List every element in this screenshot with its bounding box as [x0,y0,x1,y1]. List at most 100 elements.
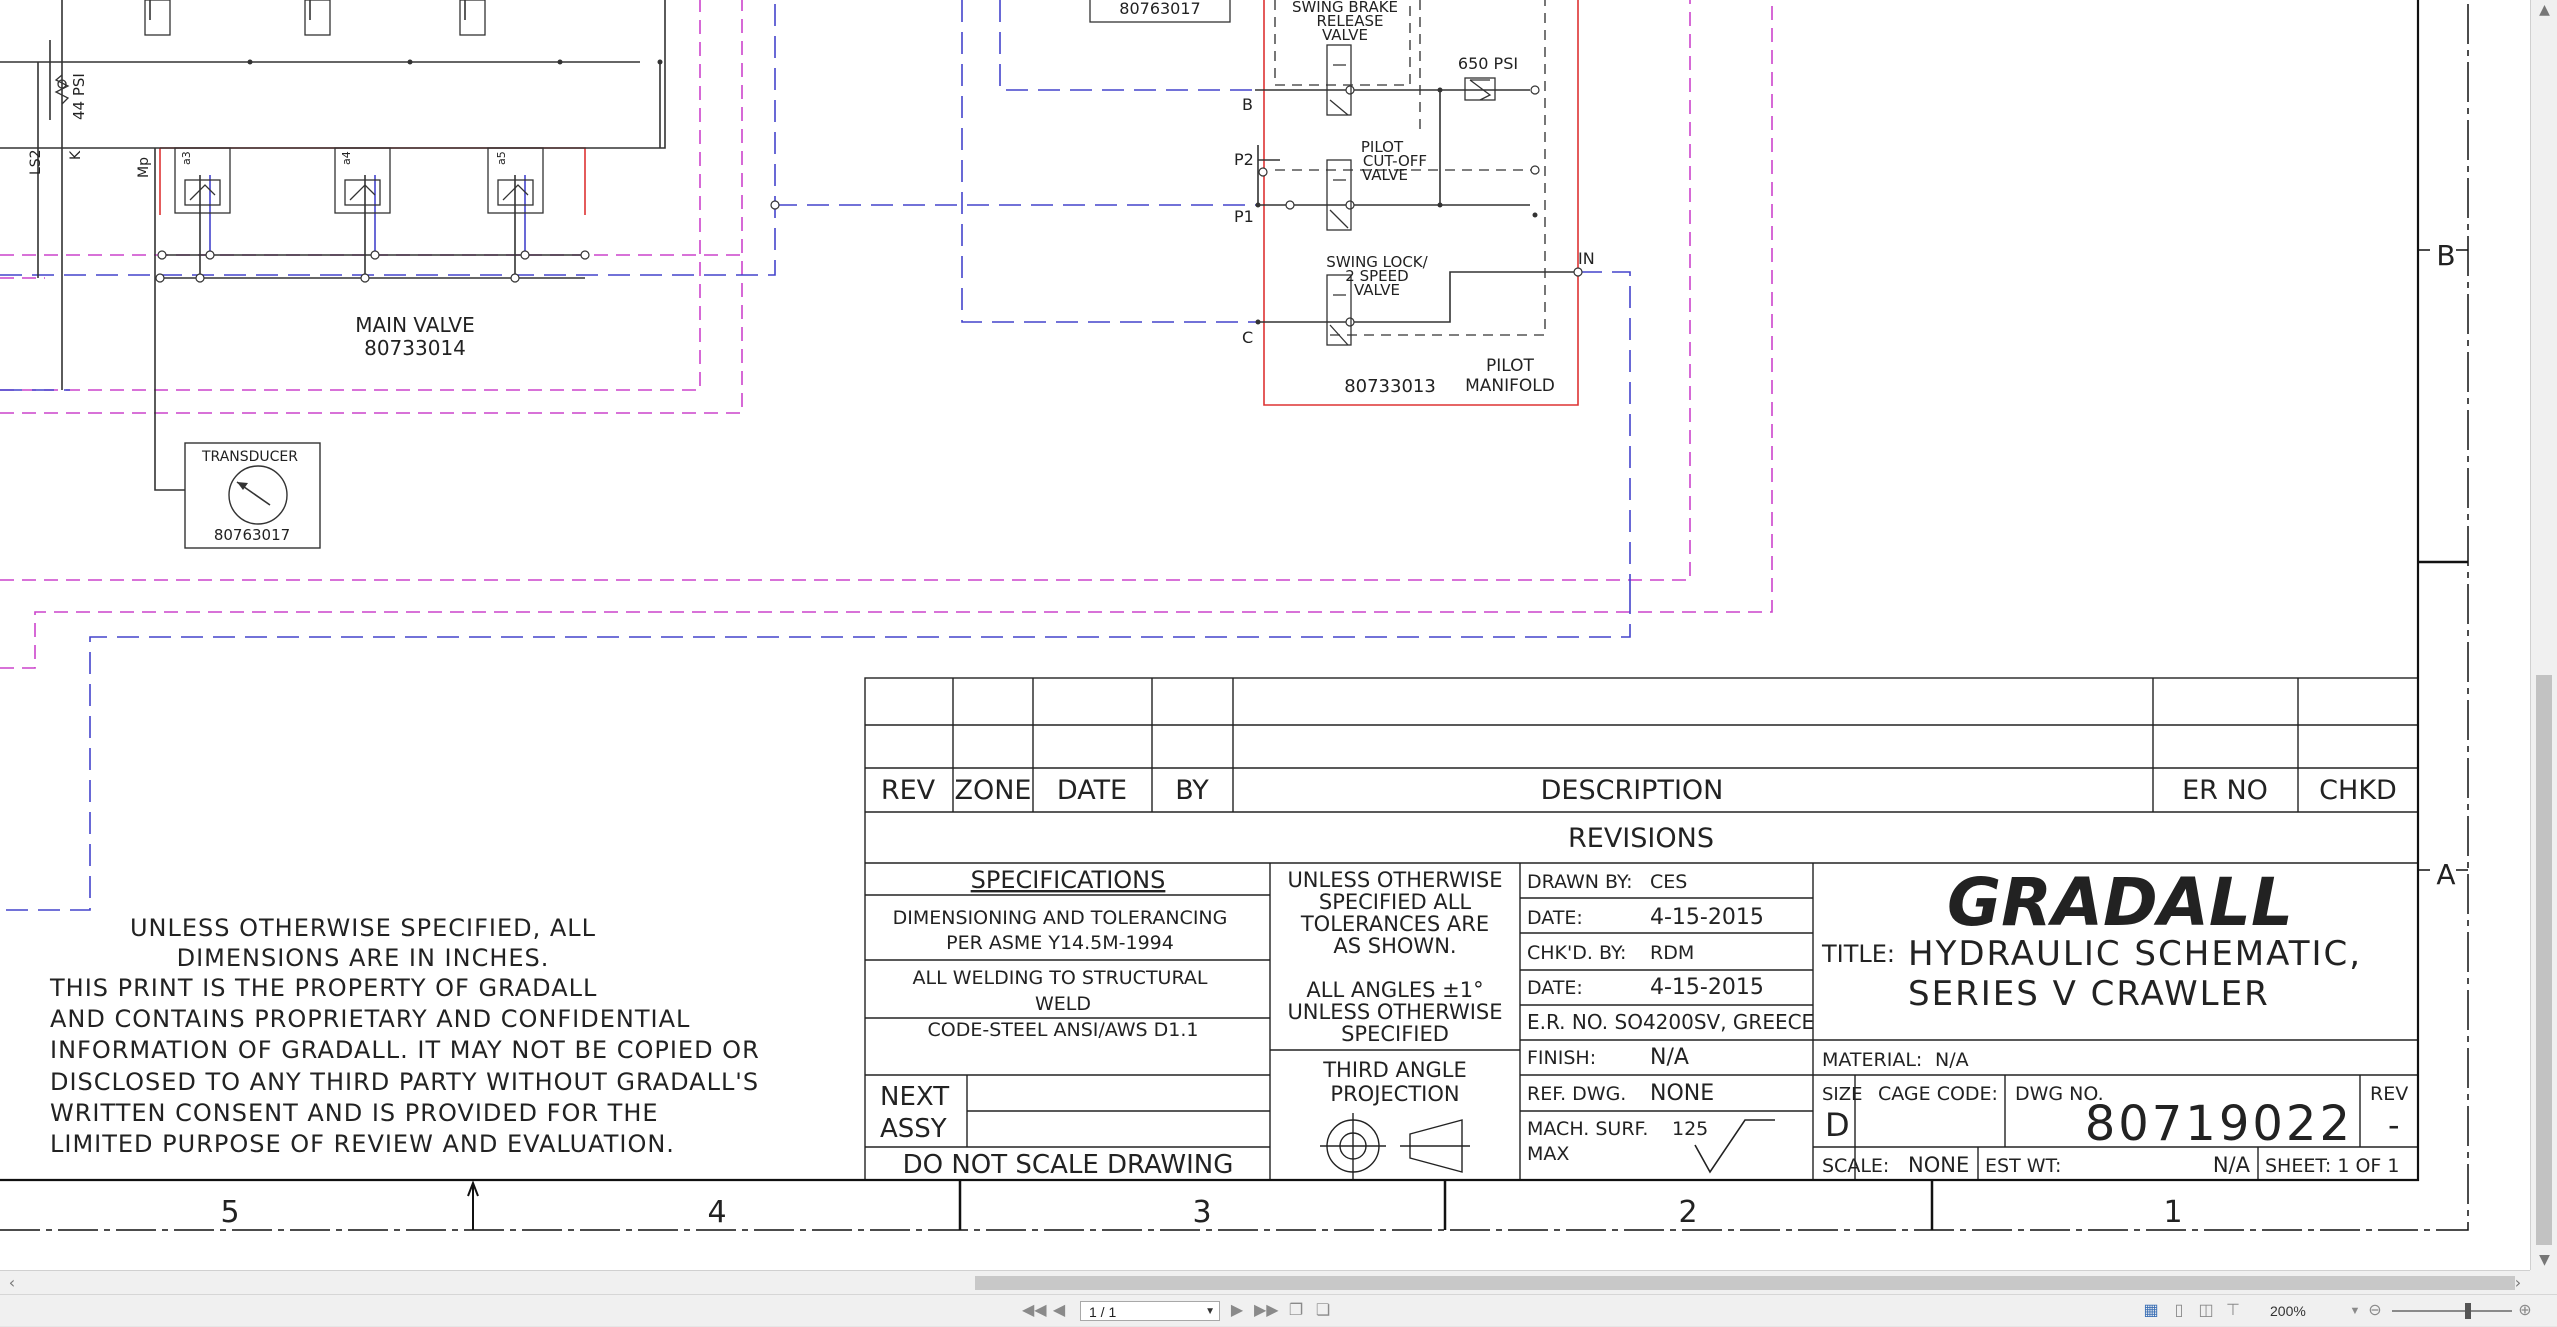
manifold-labels: SWING BRAKE RELEASE VALVE 650 PSI B P2 P… [1234,0,1595,397]
third-angle-projection-symbol [1320,1113,1470,1179]
label-a5: a5 [495,151,508,165]
duplicate-page-icon[interactable]: ❏ [1315,1302,1331,1319]
label-44psi: 44 PSI [70,73,88,120]
tolerance-line-2: SPECIFIED ALL [1319,890,1472,914]
main-valve-number: 80733014 [364,336,466,360]
angles-line-1: ALL ANGLES ±1° [1306,978,1483,1002]
mach-surf-label: MACH. SURF. [1527,1118,1648,1140]
transducer-number: 80763017 [214,526,290,544]
rev-header-er-no: ER NO [2182,775,2268,806]
spec-line-1a: DIMENSIONING AND TOLERANCING [893,907,1228,929]
label-mp: Mp [136,157,152,178]
spec-line-1b: PER ASME Y14.5M-1994 [946,932,1174,954]
valve-port-labels: a3 a4 a5 [180,151,508,165]
spec-line-2b: WELD [1035,993,1091,1015]
pilot-cutoff-line3: VALVE [1362,166,1408,184]
previous-page-icon[interactable]: ◀ [1052,1302,1066,1319]
swing-lock-line3: VALVE [1354,281,1400,299]
next-assy: NEXT ASSY [880,1082,949,1144]
last-page-icon[interactable]: ▶▶ [1254,1302,1279,1319]
angles-line-3: SPECIFIED [1341,1022,1449,1046]
dwg-no-label: DWG NO. [2015,1083,2104,1105]
zoom-slider-track[interactable] [2392,1310,2512,1312]
title-label: TITLE: [1821,940,1895,968]
main-valve-label: MAIN VALVE [355,313,475,337]
swing-brake-line2: RELEASE [1317,12,1384,30]
zoom-in-icon[interactable]: ⊕ [2518,1302,2532,1319]
port-circles [155,85,1583,327]
pilot-manifold-line2: MANIFOLD [1465,376,1555,396]
est-wt-value: N/A [2213,1153,2251,1177]
continuous-view-icon[interactable]: ▯ [2174,1302,2184,1319]
spec-line-3: CODE-STEEL ANSI/AWS D1.1 [928,1019,1199,1041]
page-dropdown-icon[interactable]: ▼ [1205,1306,1215,1317]
zone-number-4: 4 [707,1195,726,1230]
mach-surf-value: 125 [1672,1118,1708,1140]
cage-code-label: CAGE CODE: [1878,1083,1998,1105]
note-line-5: INFORMATION OF GRADALL. IT MAY NOT BE CO… [50,1036,760,1064]
document-viewport[interactable]: a3 a4 a5 44 PSI LS2 K Mp MAIN VALVE 8073… [0,0,2530,1270]
revision-headers: REV ZONE DATE BY DESCRIPTION ER NO CHKD … [881,775,2397,854]
port-in-label: IN [1578,249,1595,268]
note-line-8: LIMITED PURPOSE OF REVIEW AND EVALUATION… [50,1130,675,1158]
rev-header-by: BY [1175,775,1209,806]
scroll-down-arrow-icon[interactable]: ▼ [2539,1252,2550,1268]
port-p1-label: P1 [1234,207,1254,226]
horizontal-scroll-thumb[interactable] [975,1276,2515,1290]
copy-page-icon[interactable]: ❐ [1288,1302,1304,1319]
note-line-3: THIS PRINT IS THE PROPERTY OF GRADALL [49,974,597,1002]
vertical-scroll-thumb[interactable] [2536,675,2552,1245]
projection-line-2: PROJECTION [1330,1082,1459,1106]
label-k: K [68,150,84,160]
zoom-out-icon[interactable]: ⊖ [2368,1302,2382,1319]
zoom-slider-thumb[interactable] [2465,1303,2471,1319]
do-not-scale-label: DO NOT SCALE DRAWING [903,1150,1234,1180]
single-page-view-icon[interactable]: ▦ [2143,1302,2159,1319]
company-logo-text: GRADALL [1947,864,2293,941]
scroll-left-arrow-icon[interactable]: ‹ [8,1273,16,1292]
zoom-dropdown-icon[interactable]: ▼ [2349,1305,2361,1317]
date1-value: 4-15-2015 [1650,905,1764,930]
date1-label: DATE: [1527,907,1583,929]
scale-value: NONE [1908,1153,1969,1177]
title-block-right: GRADALL TITLE: HYDRAULIC SCHEMATIC, SERI… [1821,864,2408,1177]
zone-numbers: 5 4 3 2 1 [220,1195,2182,1230]
zone-letter-a: A [2436,858,2455,891]
title-line-2: SERIES V CRAWLER [1908,974,2270,1014]
note-line-2: DIMENSIONS ARE IN INCHES. [177,944,550,972]
swing-brake-line3: VALVE [1322,26,1368,44]
scroll-right-arrow-icon[interactable]: › [2514,1273,2522,1292]
scroll-up-arrow-icon[interactable]: ▲ [2539,2,2550,18]
drawn-by-value: CES [1650,871,1687,893]
facing-view-icon[interactable]: ◫ [2198,1302,2214,1319]
rev-header-rev: REV [881,775,936,806]
page-number-field[interactable]: 1 / 1 ▼ [1080,1301,1220,1321]
zoom-level[interactable]: 200% [2270,1303,2306,1319]
label-ls2: LS2 [28,149,44,175]
size-label: SIZE [1822,1084,1862,1105]
spec-line-2a: ALL WELDING TO STRUCTURAL [913,967,1208,989]
est-wt-label: EST WT: [1985,1155,2061,1177]
general-notes: UNLESS OTHERWISE SPECIFIED, ALL DIMENSIO… [49,914,760,1158]
pilot-manifold-line1: PILOT [1486,356,1535,376]
er-no-value: E.R. NO. SO4200SV, GREECE [1527,1010,1814,1034]
next-page-icon[interactable]: ▶ [1230,1302,1244,1319]
port-b-label: B [1242,95,1253,114]
swing-lock-line2: 2 SPEED [1345,267,1408,285]
specifications-block: SPECIFICATIONS DIMENSIONING AND TOLERANC… [893,866,1228,1041]
relief-valve-44psi [54,74,70,105]
port-c-label: C [1242,328,1253,347]
dwg-number: 80719022 [2085,1096,2353,1152]
date2-label: DATE: [1527,977,1583,999]
fit-width-icon[interactable]: ⊤ [2226,1302,2240,1319]
material-value: N/A [1935,1049,1969,1071]
note-line-4: AND CONTAINS PROPRIETARY AND CONFIDENTIA… [50,1005,690,1033]
top-box-number: 80763017 [1119,0,1200,18]
tolerance-block: UNLESS OTHERWISE SPECIFIED ALL TOLERANCE… [1287,868,1502,1106]
chkd-by-label: CHK'D. BY: [1527,942,1626,964]
ref-dwg-label: REF. DWG. [1527,1083,1626,1105]
horizontal-scrollbar[interactable]: ‹ › [0,1270,2530,1294]
transducer-symbol: TRANSDUCER 80763017 [184,442,321,549]
first-page-icon[interactable]: ◀◀ [1022,1302,1047,1319]
vertical-scrollbar[interactable]: ▲ ▼ [2530,0,2557,1270]
